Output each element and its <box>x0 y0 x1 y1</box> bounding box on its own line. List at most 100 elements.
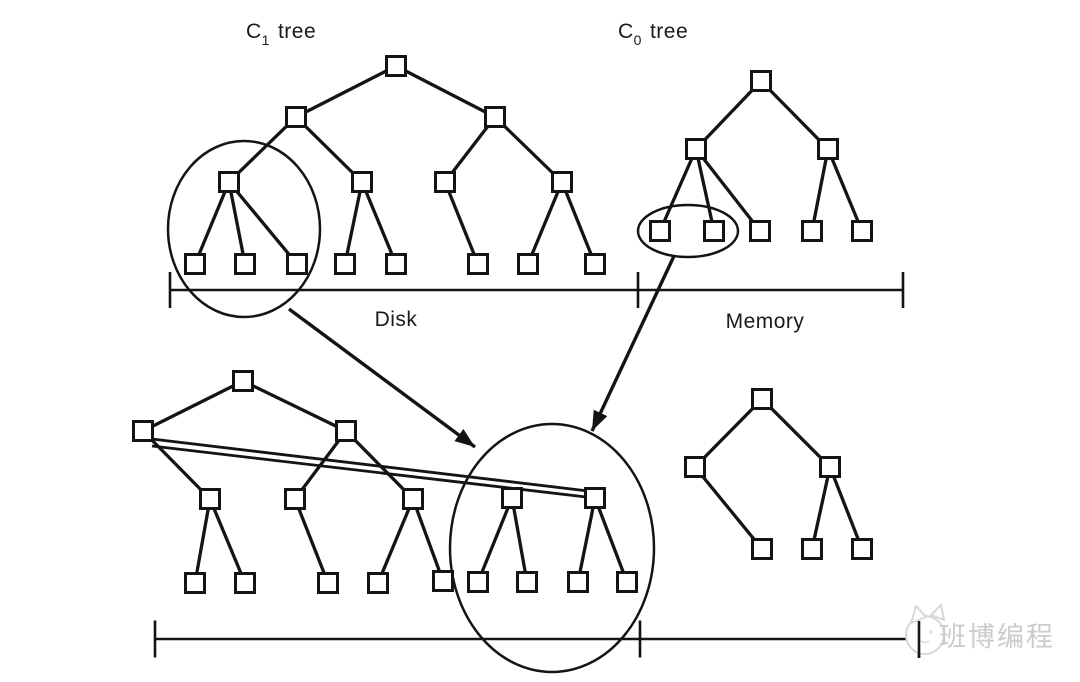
c1-tree-old-node <box>551 171 573 193</box>
disk-label: Disk <box>374 308 418 331</box>
c1-tree-old-edge <box>227 180 299 266</box>
c0-tree-new-node <box>684 456 706 478</box>
c0-tree-old-edge <box>826 148 864 232</box>
c1-tree-new-node <box>467 571 489 593</box>
c1-tree-old-edge <box>227 115 298 184</box>
c1-tree-new-edge <box>293 498 330 584</box>
c0-tree-old-node <box>649 220 671 242</box>
attach-link-line <box>151 437 589 493</box>
c1-tree-old-node <box>517 253 539 275</box>
c1-tree-new-node <box>184 572 206 594</box>
c1-tree-new-node <box>516 571 538 593</box>
c0-tree-old-edge <box>658 148 698 232</box>
watermark: 班博编程 <box>893 600 1080 662</box>
c1-tree-old-node <box>285 106 307 128</box>
c0-to-target-arrow-shaft <box>590 255 676 432</box>
c0-tree-old-node <box>750 70 772 92</box>
c0-tree-old-node <box>851 220 873 242</box>
c0-tree-new-edge <box>693 465 764 551</box>
c1-tree-new-node <box>584 487 606 509</box>
c0-tree-new-node <box>751 538 773 560</box>
c1-tree-new-edge <box>593 497 629 583</box>
c0-merge-source-ellipse <box>636 203 740 259</box>
c0-tree-new-node <box>801 538 823 560</box>
c1-tree-old-node <box>218 171 240 193</box>
c1-tree-old-edge <box>343 181 364 265</box>
c0-tree-new-edge <box>810 466 832 550</box>
c1-tree-new-node <box>367 572 389 594</box>
c0-tree-new-edge <box>828 466 864 550</box>
c1-tree-new-edge <box>476 497 514 583</box>
c1-tree-new-node <box>567 571 589 593</box>
c0-label-subscript: 0 <box>633 32 642 49</box>
c0-tree-new-node <box>751 388 773 410</box>
c1-tree-old-edge <box>360 181 398 265</box>
c1-to-target-arrow-shaft <box>287 307 477 449</box>
c1-tree-old-node <box>184 253 206 275</box>
c1-tree-new-node <box>402 488 424 510</box>
c1-tree-old-node <box>467 253 489 275</box>
c1-to-target-arrowhead-icon <box>454 429 475 447</box>
c1-tree-old-edge <box>443 181 480 265</box>
merge-target-ellipse <box>448 422 656 674</box>
c0-to-target-arrowhead-icon <box>592 409 608 431</box>
c1-label-rest: tree <box>277 20 317 43</box>
c1-tree-new-node <box>232 370 254 392</box>
c1-tree-new-node <box>335 420 357 442</box>
c1-tree-new-edge <box>576 497 597 583</box>
c1-tree-new-node <box>432 570 454 592</box>
c0-tree-label: C0 tree <box>618 20 689 47</box>
c0-tree-old-node <box>703 220 725 242</box>
c0-tree-new-edge <box>760 397 832 469</box>
c1-tree-old-edge <box>193 181 231 265</box>
c1-label-base: C <box>246 20 262 43</box>
c1-tree-old-edge <box>227 181 247 265</box>
c1-tree-new-edge <box>376 498 415 584</box>
c0-tree-old-node <box>685 138 707 160</box>
c1-tree-new-edge <box>510 497 529 583</box>
c1-tree-old-edge <box>560 181 597 265</box>
c0-tree-old-edge <box>810 148 830 232</box>
c1-tree-old-node <box>434 171 456 193</box>
c1-tree-old-edge <box>526 181 564 265</box>
c1-tree-old-node <box>584 253 606 275</box>
c1-tree-new-edge <box>208 498 247 584</box>
c1-merge-source-ellipse <box>166 139 322 319</box>
c0-tree-old-node <box>801 220 823 242</box>
c1-tree-old-node <box>334 253 356 275</box>
c1-tree-old-node <box>234 253 256 275</box>
c1-tree-new-edge <box>242 379 347 433</box>
c1-tree-old-edge <box>295 64 397 119</box>
c1-tree-new-node <box>199 488 221 510</box>
watermark-text: 班博编程 <box>939 622 1055 652</box>
c0-tree-new-edge <box>693 397 764 469</box>
c1-tree-old-edge <box>395 64 496 119</box>
c1-tree-new-edge <box>141 429 212 501</box>
c1-tree-new-edge <box>142 379 244 433</box>
c1-tree-new-node <box>234 572 256 594</box>
c0-tree-old-node <box>817 138 839 160</box>
c0-tree-new-node <box>819 456 841 478</box>
c1-tree-new-edge <box>193 498 212 584</box>
c0-label-rest: tree <box>649 20 689 43</box>
c0-tree-old-edge <box>759 79 830 151</box>
c0-tree-old-edge <box>694 148 716 232</box>
c0-label-base: C <box>618 20 634 43</box>
c1-tree-new-edge <box>344 429 415 501</box>
c1-tree-old-node <box>385 55 407 77</box>
c1-tree-new-node <box>616 571 638 593</box>
c1-tree-new-node <box>501 487 523 509</box>
c0-tree-new-node <box>851 538 873 560</box>
c1-tree-old-node <box>351 171 373 193</box>
c1-tree-new-edge <box>411 498 445 582</box>
c1-tree-old-node <box>484 106 506 128</box>
c0-tree-old-node <box>749 220 771 242</box>
c1-tree-old-node <box>286 253 308 275</box>
memory-label: Memory <box>725 310 805 333</box>
c1-tree-old-node <box>385 253 407 275</box>
c0-tree-old-edge <box>694 79 763 151</box>
c1-tree-new-node <box>132 420 154 442</box>
